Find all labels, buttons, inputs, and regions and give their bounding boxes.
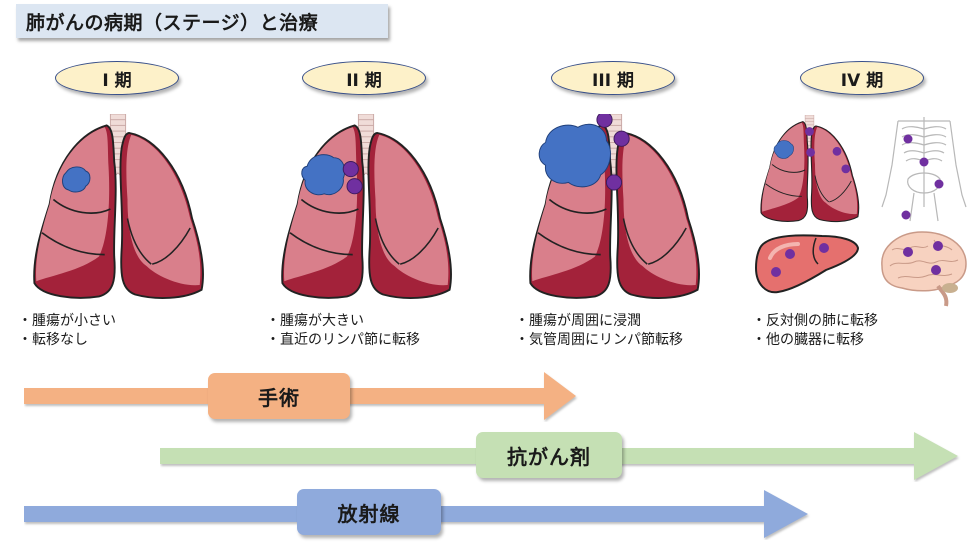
stage-4-description: ・反対側の肺に転移 ・他の臓器に転移 [752,312,878,350]
brain-illustration [881,231,967,307]
metastasis-icon [903,134,913,144]
metastasis-icon [832,146,842,156]
tumor-icon [301,154,346,196]
metastasis-icon [934,179,944,189]
stage-label-2: II 期 [302,61,426,95]
lymph-node-icon [605,174,623,191]
tumor-icon [773,140,794,159]
description-line: ・腫瘍が小さい [18,313,116,329]
page-title: 肺がんの病期（ステージ）と治療 [16,4,388,38]
description-line: ・直近のリンパ節に転移 [266,332,420,348]
liver-illustration [754,234,860,294]
metastasis-icon [931,265,941,275]
metastasis-icon [933,241,943,251]
lymph-node-icon [342,161,359,178]
description-line: ・腫瘍が周囲に浸潤 [515,313,641,329]
chemotherapy-label: 抗がん剤 [476,432,622,478]
stage-label-3: III 期 [551,61,675,95]
metastasis-icon [919,157,929,167]
lungs-stage-1-illustration [18,114,218,304]
tumor-icon [62,166,91,193]
description-line: ・腫瘍が大きい [266,313,364,329]
lungs-stage-2-illustration [266,114,466,304]
surgery-label: 手術 [208,373,350,419]
stage-label-1: I 期 [55,61,179,95]
lymph-node-icon [346,178,363,195]
radiation-label: 放射線 [297,489,441,535]
description-line: ・転移なし [18,332,88,348]
description-line: ・気管周囲にリンパ節転移 [515,332,683,348]
metastasis-icon [841,164,851,174]
stage-2-description: ・腫瘍が大きい ・直近のリンパ節に転移 [266,312,420,350]
lungs-stage-3-illustration [514,114,714,304]
lymph-node-icon [596,114,613,128]
metastasis-icon [771,267,781,277]
metastasis-icon [785,249,795,259]
metastasis-icon [903,247,913,257]
stage-3-description: ・腫瘍が周囲に浸潤 ・気管周囲にリンパ節転移 [515,312,683,350]
description-line: ・反対側の肺に転移 [752,313,878,329]
stage-1-description: ・腫瘍が小さい ・転移なし [18,312,116,350]
lymph-node-icon [806,148,815,157]
description-line: ・他の臓器に転移 [752,332,864,348]
skeleton-illustration [881,117,967,222]
lymph-node-icon [613,130,630,147]
tumor-icon [538,123,611,188]
lungs-stage-4-illustration [752,115,867,225]
metastasis-icon [901,210,911,220]
stage-label-4: IV 期 [800,61,924,95]
lymph-node-icon [805,127,814,136]
metastasis-icon [819,243,829,253]
